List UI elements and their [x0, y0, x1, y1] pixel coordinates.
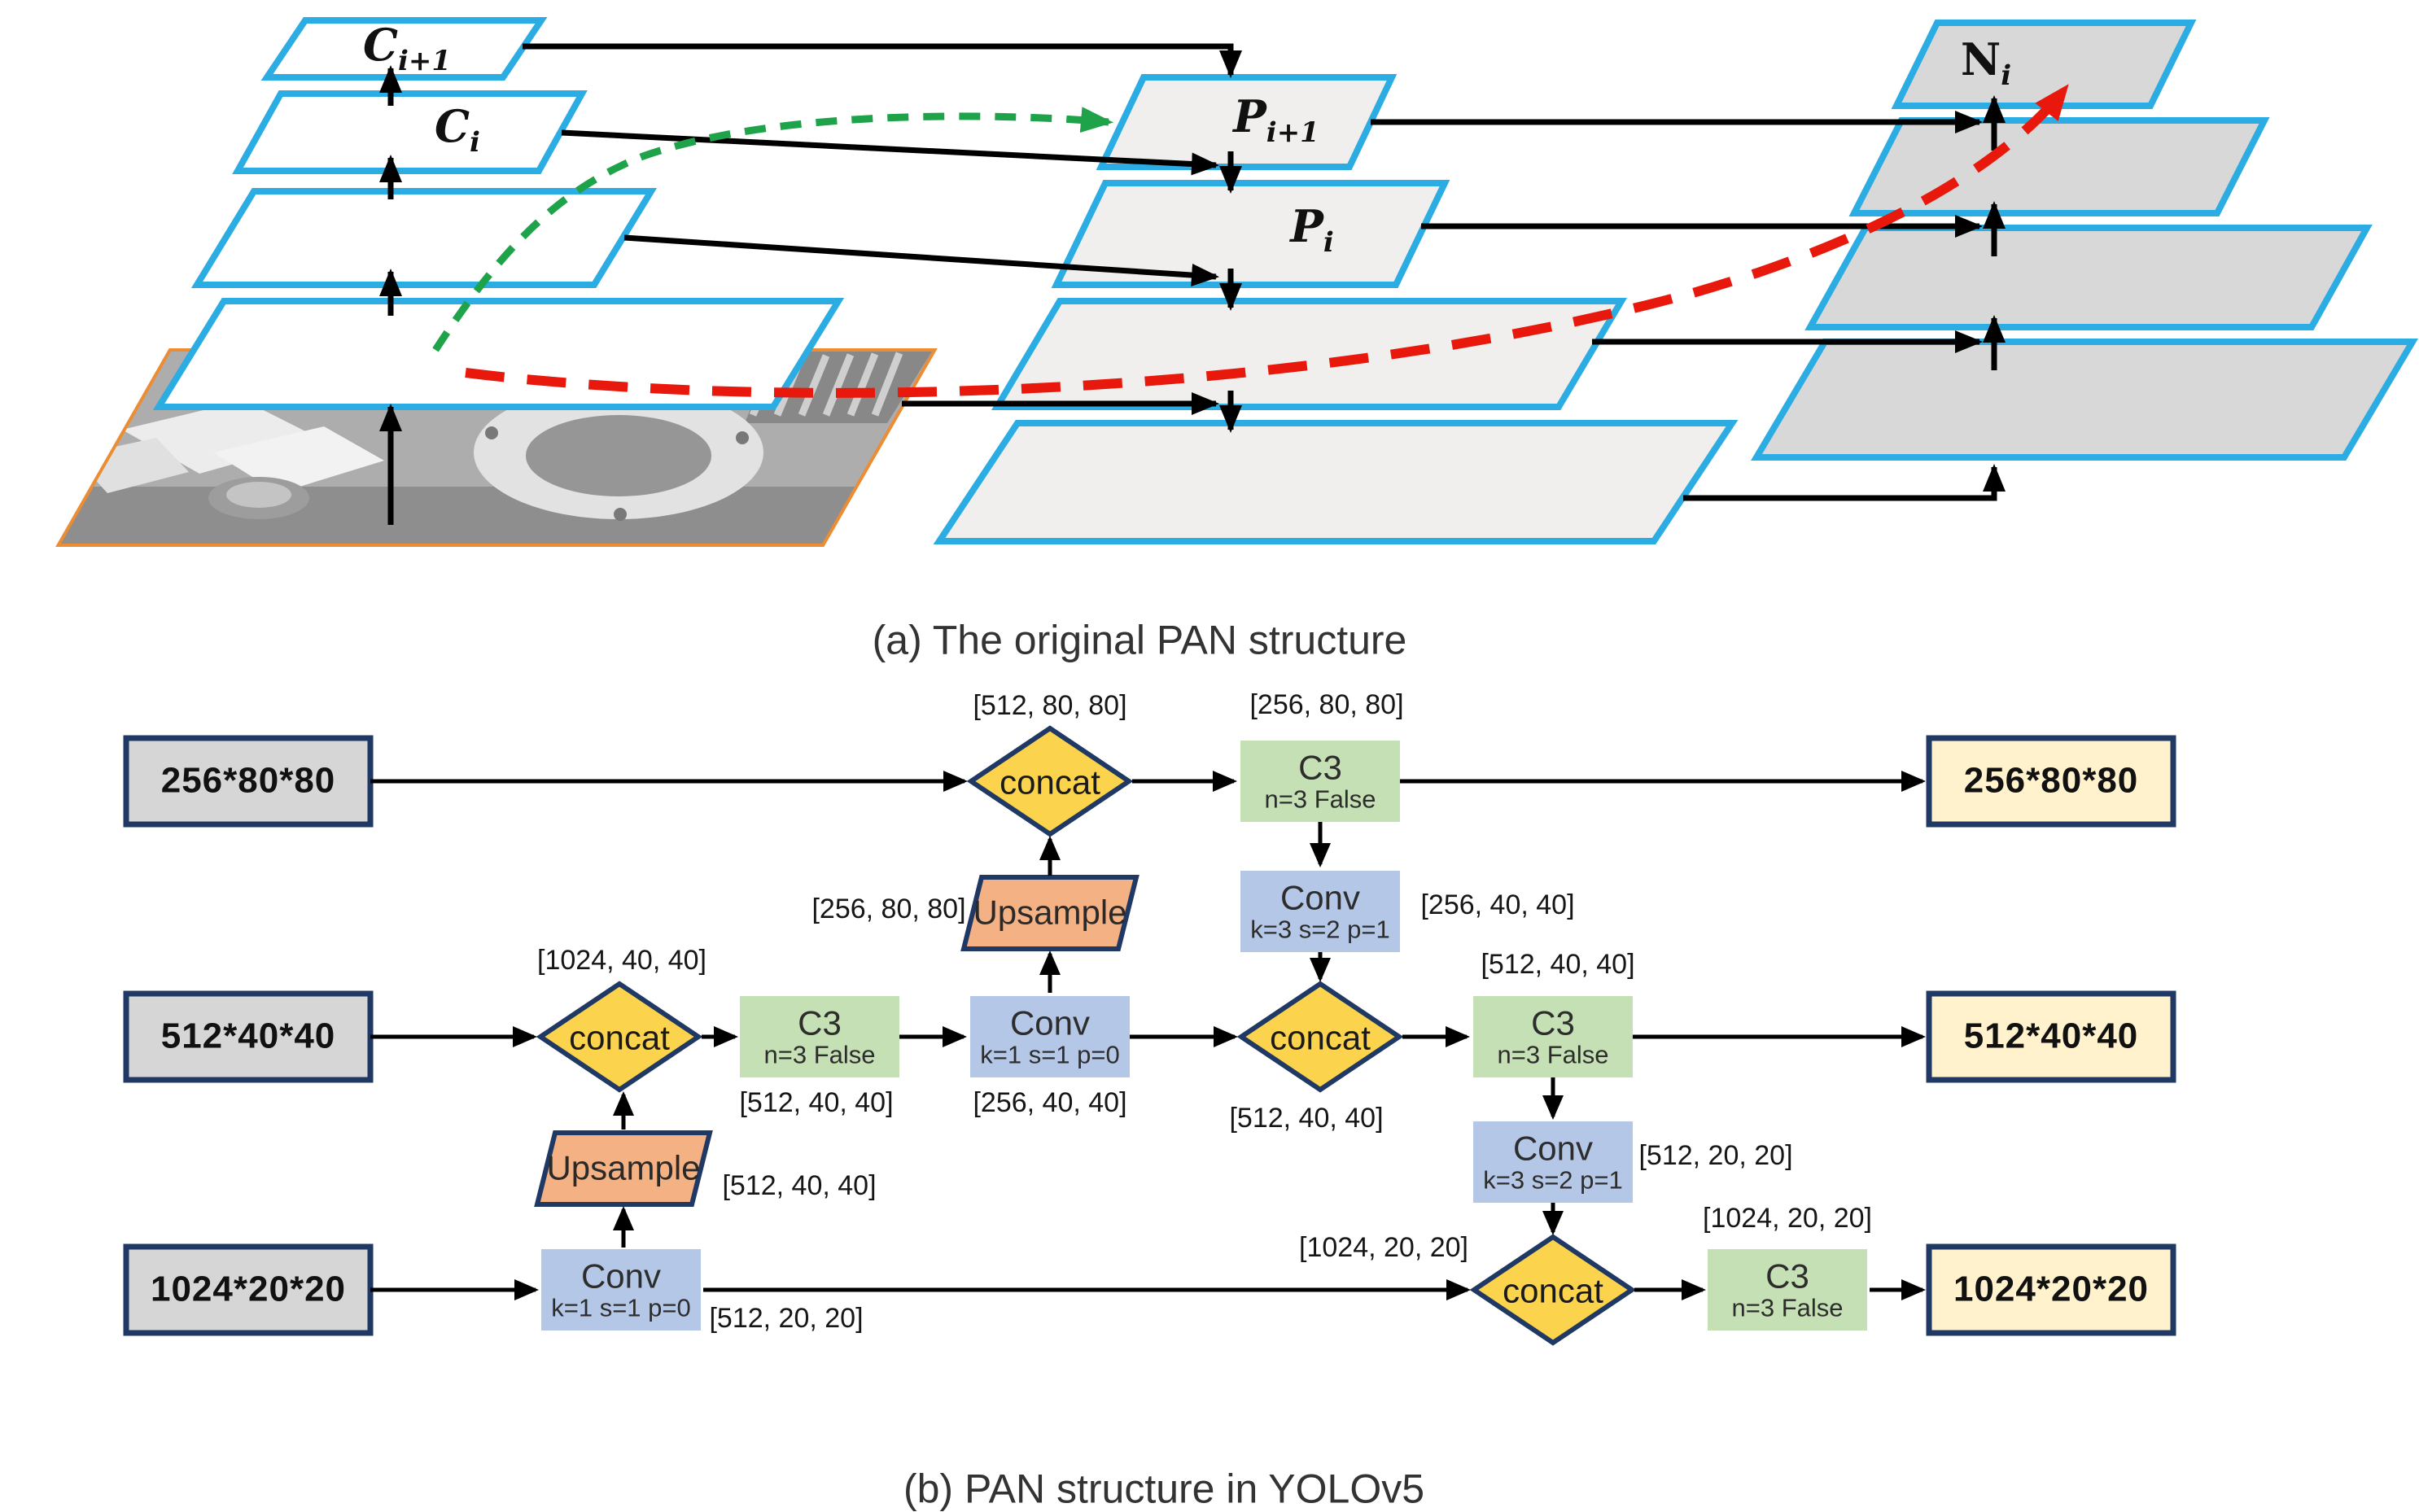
backbone-layer-3: [190, 188, 658, 288]
output-box-256-80-80: [1926, 735, 2176, 828]
c3-box-2: [740, 996, 899, 1077]
concat-diamond-1: [966, 725, 1134, 837]
conv-box-k3-1: [1240, 871, 1400, 952]
input-image-content: [61, 352, 932, 544]
upsample-label-1: Upsample: [973, 893, 1127, 932]
photo-bolt-2: [736, 431, 749, 444]
dim-concat3-in: [512, 40, 40]: [1229, 1102, 1384, 1134]
input-box-1024-20-20: [123, 1243, 374, 1336]
dim-conv2-out: [256, 40, 40]: [973, 1086, 1127, 1118]
dim-c3-2-out: [512, 40, 40]: [739, 1086, 894, 1118]
input-label-3: 1024*20*20: [150, 1269, 347, 1309]
pan-td-layer-4: [933, 420, 1739, 544]
dim-upsample2-out: [512, 40, 40]: [722, 1169, 877, 1201]
dim-c3-1-out: [256, 80, 80]: [1249, 688, 1404, 720]
skip-connection-green: [432, 107, 1113, 352]
arrow-c3-to-p3: [623, 234, 1219, 286]
dim-concat1-in: [512, 80, 80]: [973, 689, 1127, 721]
pan-bu-layer-1: [1891, 20, 2197, 109]
photo-paper-2: [213, 426, 384, 493]
pan-td-layer-1: [1096, 74, 1398, 170]
label-c-next: Ci+1: [362, 19, 452, 77]
photo-ring-inner: [526, 415, 711, 496]
arrow-c-next-to-p-next: [523, 43, 1242, 78]
pan-bu-layer-4: [1750, 339, 2419, 461]
backbone-layer-1: [260, 17, 548, 81]
photo-floor-band: [61, 487, 932, 544]
dim-concat4-out: [1024, 20, 20]: [1703, 1202, 1872, 1234]
dim-conv1-out: [256, 40, 40]: [1420, 889, 1575, 920]
dim-convb-out: [512, 20, 20]: [709, 1302, 864, 1334]
concat-label-2: concat: [569, 1018, 670, 1057]
input-box-512-40-40: [123, 990, 374, 1083]
output-label-1: 256*80*80: [1963, 760, 2139, 801]
photo-bolt-3: [614, 508, 627, 521]
output-box-1024-20-20: [1926, 1243, 2176, 1336]
conv-box-k3-2: [1473, 1121, 1633, 1203]
conv-box-k1-2: [541, 1249, 701, 1331]
output-label-3: 1024*20*20: [1953, 1269, 2150, 1309]
label-n-i: Ni: [1960, 33, 2012, 92]
pan-td-layer-2: [1051, 180, 1450, 288]
label-c-i: Ci: [435, 100, 480, 159]
dim-upsample1-in: [256, 80, 80]: [811, 893, 966, 924]
input-label-2: 512*40*40: [160, 1016, 336, 1056]
concat-label-4: concat: [1503, 1271, 1603, 1310]
pan-td-layer-3: [991, 298, 1628, 410]
dim-c3-3-in: [512, 40, 40]: [1481, 948, 1635, 980]
caption-panel-a: (a) The original PAN structure: [872, 617, 1407, 663]
concat-label-1: concat: [1000, 763, 1100, 802]
input-label-1: 256*80*80: [160, 760, 336, 801]
c3-box-1: [1240, 741, 1400, 822]
dim-skip-line: [1024, 20, 20]: [1299, 1231, 1468, 1263]
upsample-shape-2: [534, 1130, 713, 1207]
c3-box-3: [1473, 996, 1633, 1077]
upsample-shape-1: [960, 875, 1140, 951]
photo-knob-inner: [226, 482, 291, 508]
dim-concat2-in: [1024, 40, 40]: [537, 944, 706, 976]
arrow-p4-to-n4: [1683, 464, 2006, 501]
photo-bolt-1: [485, 426, 498, 439]
skip-connection-red: [465, 84, 2070, 398]
output-box-512-40-40: [1926, 990, 2176, 1083]
concat-diamond-2: [536, 981, 703, 1093]
caption-panel-b: (b) PAN structure in YOLOv5: [903, 1466, 1425, 1512]
conv-box-k1-1: [970, 996, 1130, 1077]
c3-box-4: [1708, 1249, 1867, 1331]
label-p-i: Pi: [1290, 200, 1334, 259]
panel-b-arrows: [370, 771, 1926, 1300]
upsample-label-2: Upsample: [546, 1148, 701, 1187]
backbone-layer-4: [152, 298, 845, 410]
input-box-256-80-80: [123, 735, 374, 828]
dim-conv3-out: [512, 20, 20]: [1638, 1139, 1793, 1171]
concat-diamond-4: [1469, 1234, 1637, 1346]
pan-bu-layer-2: [1848, 117, 2270, 216]
arrow-c-i-to-p-i: [561, 129, 1219, 176]
concat-diamond-3: [1236, 981, 1404, 1093]
label-p-next: Pi+1: [1233, 90, 1319, 149]
concat-label-3: concat: [1270, 1018, 1371, 1057]
backbone-layer-2: [232, 90, 588, 174]
output-label-2: 512*40*40: [1963, 1016, 2139, 1056]
panel-a-arrows: [379, 43, 2006, 525]
pan-bu-layer-3: [1804, 225, 2373, 330]
